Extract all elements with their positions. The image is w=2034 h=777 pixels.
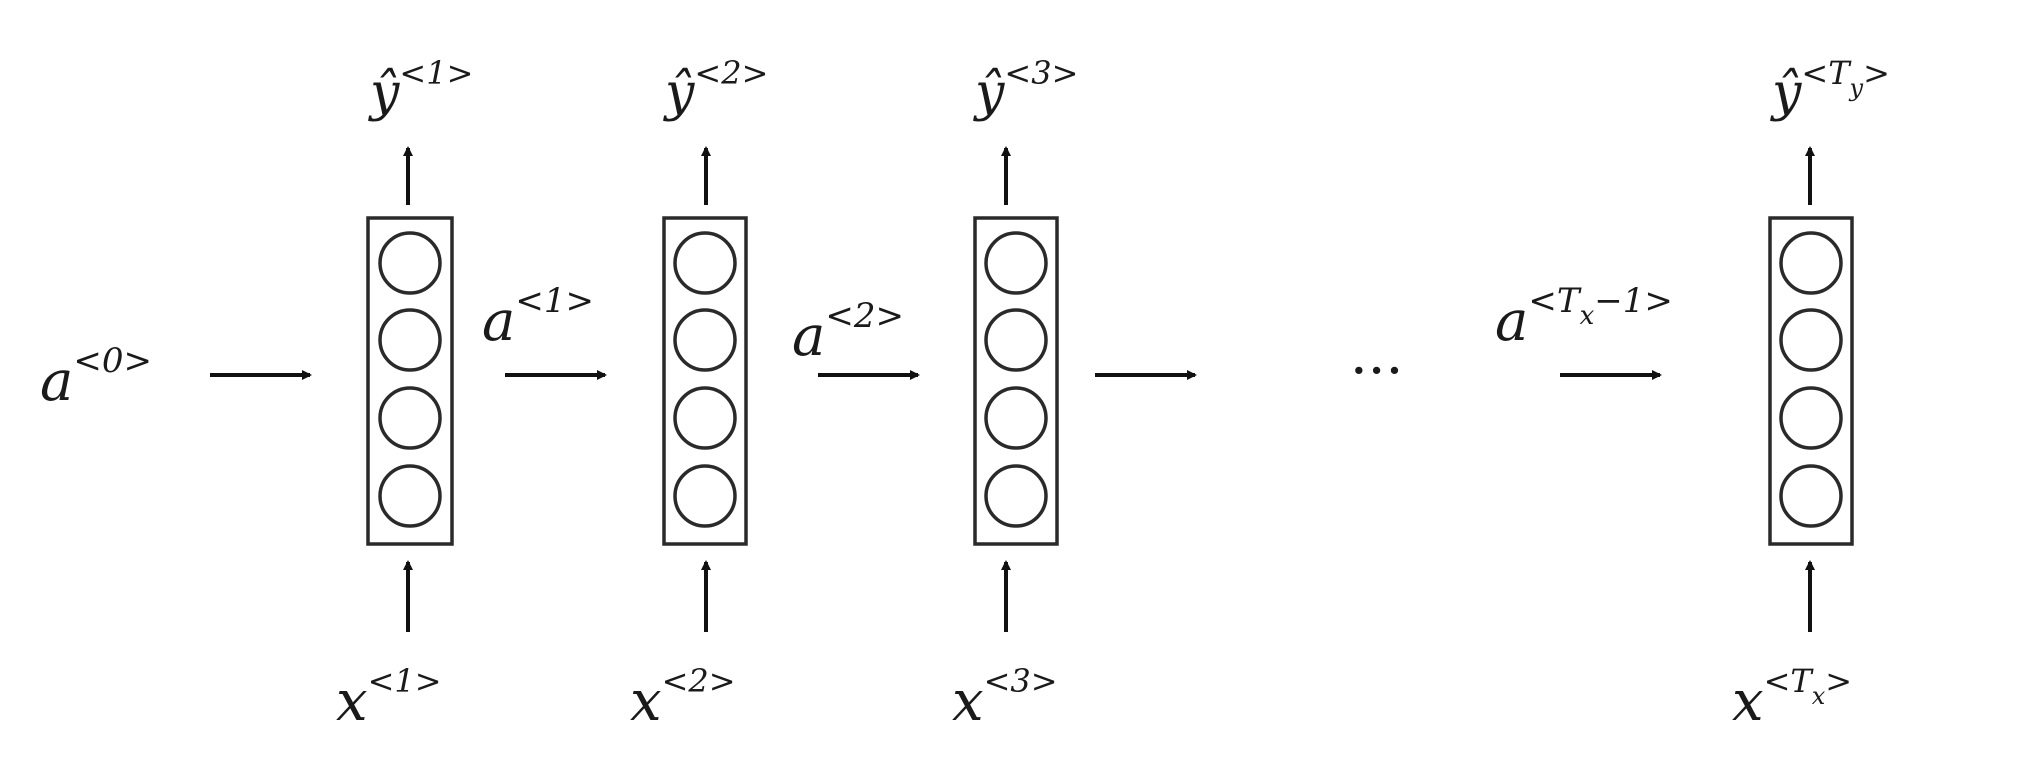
input-label-1: x<1>: [336, 662, 442, 734]
cell-box-2: [662, 216, 748, 546]
hidden-unit: [1779, 308, 1843, 372]
output-label-final: ŷ<Ty>: [1770, 54, 1890, 123]
activation-label-final: a<Tx−1>: [1495, 281, 1673, 354]
cell-box-1: [366, 216, 454, 546]
hidden-unit: [673, 231, 737, 295]
hidden-unit: [984, 308, 1048, 372]
rnn-cell-1: ŷ<1> x<1>: [336, 54, 473, 734]
hidden-unit: [673, 464, 737, 528]
rnn-cell-3: ŷ<3> x<3>: [952, 54, 1078, 734]
hidden-unit: [673, 386, 737, 450]
initial-activation-label: a<0>: [40, 341, 152, 414]
hidden-unit: [378, 308, 442, 372]
ellipsis: ···: [1350, 339, 1403, 404]
hidden-unit: [1779, 464, 1843, 528]
hidden-unit: [984, 231, 1048, 295]
hidden-unit: [378, 386, 442, 450]
rnn-cell-final: ŷ<Ty> x<Tx>: [1732, 54, 1890, 734]
cell-box-3: [973, 216, 1059, 546]
output-label-1: ŷ<1>: [368, 54, 473, 123]
hidden-unit: [378, 231, 442, 295]
activation-label-1: a<1>: [482, 281, 594, 354]
activation-label-2: a<2>: [792, 296, 904, 369]
hidden-unit: [673, 308, 737, 372]
hidden-unit: [378, 464, 442, 528]
input-label-final: x<Tx>: [1732, 662, 1852, 734]
rnn-cell-2: ŷ<2> x<2>: [630, 54, 768, 734]
output-label-2: ŷ<2>: [663, 54, 768, 123]
hidden-unit: [1779, 231, 1843, 295]
hidden-unit: [984, 464, 1048, 528]
input-label-3: x<3>: [952, 662, 1058, 734]
hidden-unit: [984, 386, 1048, 450]
output-label-3: ŷ<3>: [973, 54, 1078, 123]
hidden-unit: [1779, 386, 1843, 450]
cell-box-final: [1768, 216, 1854, 546]
input-label-2: x<2>: [630, 662, 736, 734]
